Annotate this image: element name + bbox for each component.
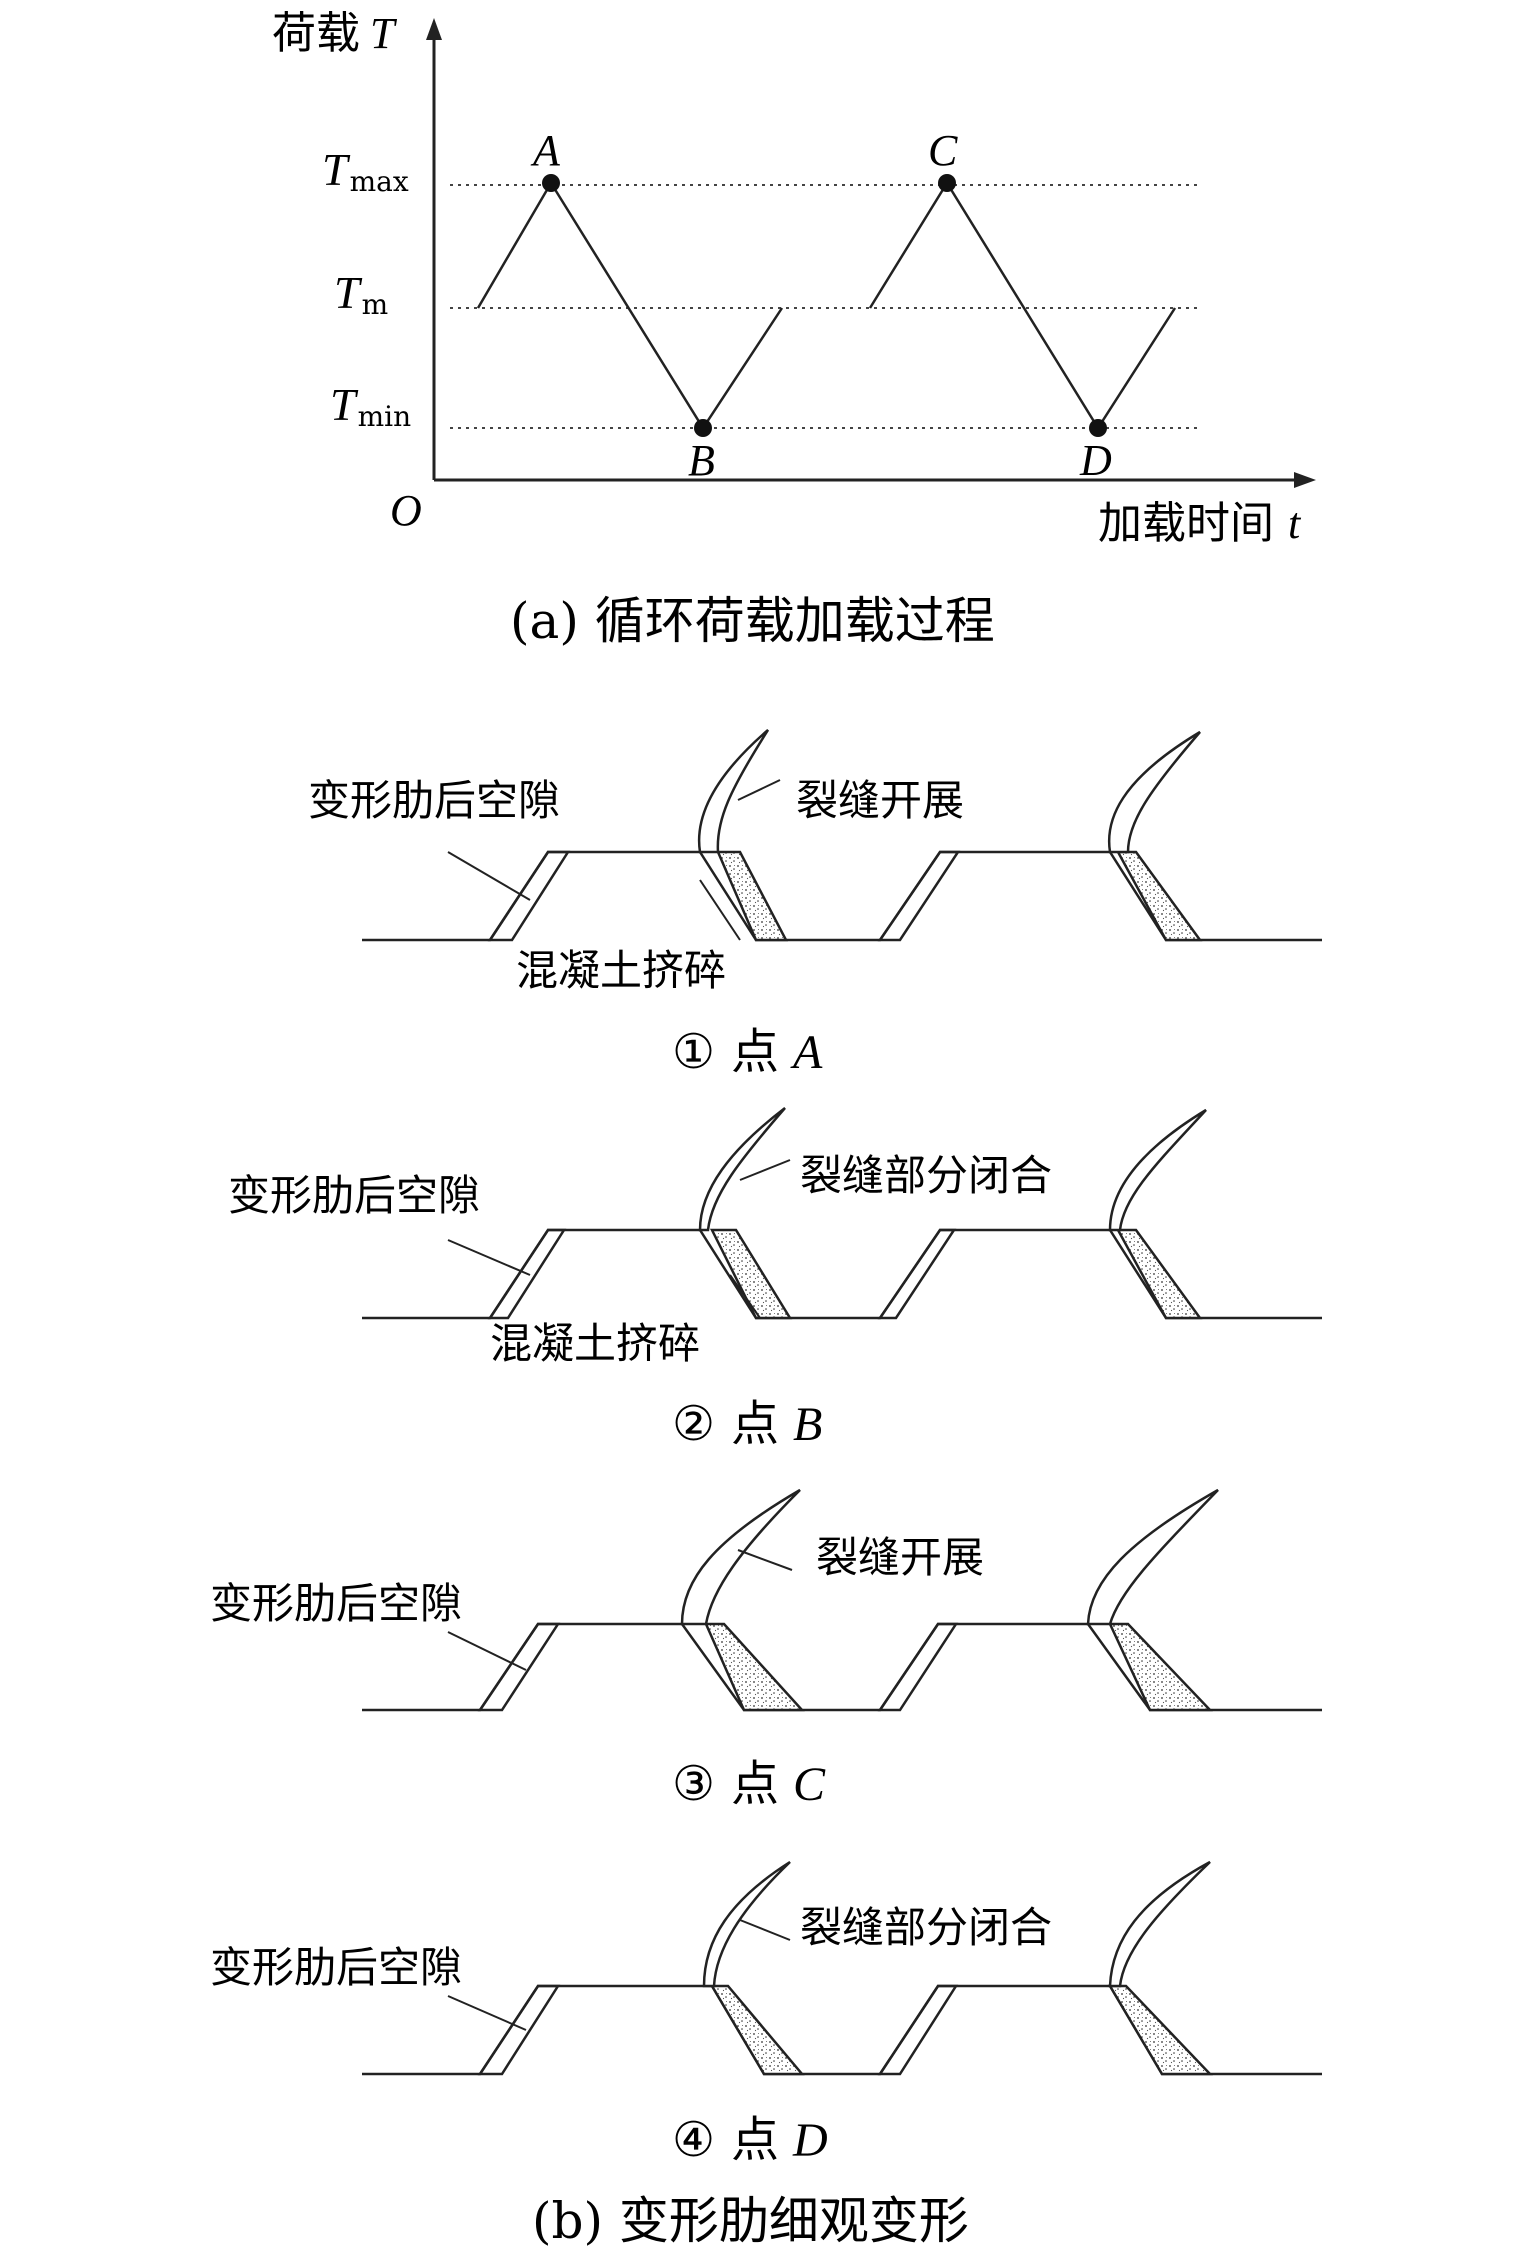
concrete-crush-zone (709, 1228, 793, 1320)
rib-gap (877, 850, 961, 942)
crack-label: 裂缝开展 (816, 1533, 984, 1582)
rib-gap (877, 1984, 959, 2076)
leader-line (729, 1274, 761, 1319)
crack-label: 裂缝部分闭合 (800, 1151, 1052, 1200)
leader-line (447, 1239, 531, 1276)
crack-label: 裂缝部分闭合 (800, 1903, 1052, 1952)
crack (1108, 1108, 1207, 1232)
gap-label: 变形肋后空隙 (308, 776, 560, 825)
rib-gap (877, 1622, 959, 1712)
concrete-crush-zone (1108, 1622, 1213, 1712)
crack (1086, 1488, 1219, 1626)
crush-label: 混凝土挤碎 (490, 1319, 700, 1368)
point-b-label: B (688, 436, 715, 485)
leader-line (447, 1631, 527, 1671)
rib-gap (477, 1984, 561, 2076)
rib-gap (477, 1622, 561, 1712)
concrete-crush-zone (1107, 1984, 1213, 2076)
leader-line (447, 1995, 527, 2031)
rib-gap (487, 850, 571, 942)
tm-label: Tm (334, 267, 388, 321)
load-path-cycle-1 (476, 180, 784, 431)
caption-a: (a) 循环荷载加载过程 (510, 592, 995, 650)
point-c-label: C (928, 126, 958, 175)
origin-label: O (390, 486, 422, 535)
load-path-cycle-2 (868, 180, 1177, 431)
crack-label: 裂缝开展 (796, 776, 964, 825)
point-a-label: A (530, 126, 561, 175)
x-axis-arrow (1294, 472, 1316, 488)
concrete-crush-zone (704, 1622, 805, 1712)
crack (697, 729, 770, 854)
crack (698, 1107, 786, 1232)
leader-line (739, 1919, 791, 1941)
gap-label: 变形肋后空隙 (210, 1579, 462, 1628)
tmax-label: Tmax (322, 144, 409, 198)
leader-line (737, 779, 781, 801)
point-b-marker (694, 419, 712, 437)
leader-line (739, 1159, 791, 1181)
caption-b: (b) 变形肋细观变形 (532, 2192, 969, 2250)
crack (1108, 1860, 1211, 1988)
point-d-label: D (1079, 436, 1112, 485)
crack (1107, 730, 1201, 854)
rib-gap (487, 1228, 567, 1320)
crack (680, 1488, 801, 1626)
leader-line (699, 879, 741, 941)
concrete-crush-zone (709, 1984, 805, 2076)
concrete-crush-zone (1115, 1228, 1203, 1320)
point-d-marker (1089, 419, 1107, 437)
gap-label: 变形肋后空隙 (228, 1171, 480, 1220)
gap-label: 变形肋后空隙 (210, 1943, 462, 1992)
tmin-label: Tmin (330, 379, 411, 433)
crack (702, 1860, 791, 1988)
point-c-marker (938, 174, 956, 192)
y-axis-arrow (426, 18, 442, 40)
crush-label: 混凝土挤碎 (516, 946, 726, 995)
concrete-crush-zone (1115, 850, 1203, 942)
point-a-marker (542, 174, 560, 192)
concrete-crush-zone (716, 850, 789, 942)
leader-line (447, 851, 531, 901)
leader-line (737, 1549, 793, 1571)
rib-gap (877, 1228, 957, 1320)
